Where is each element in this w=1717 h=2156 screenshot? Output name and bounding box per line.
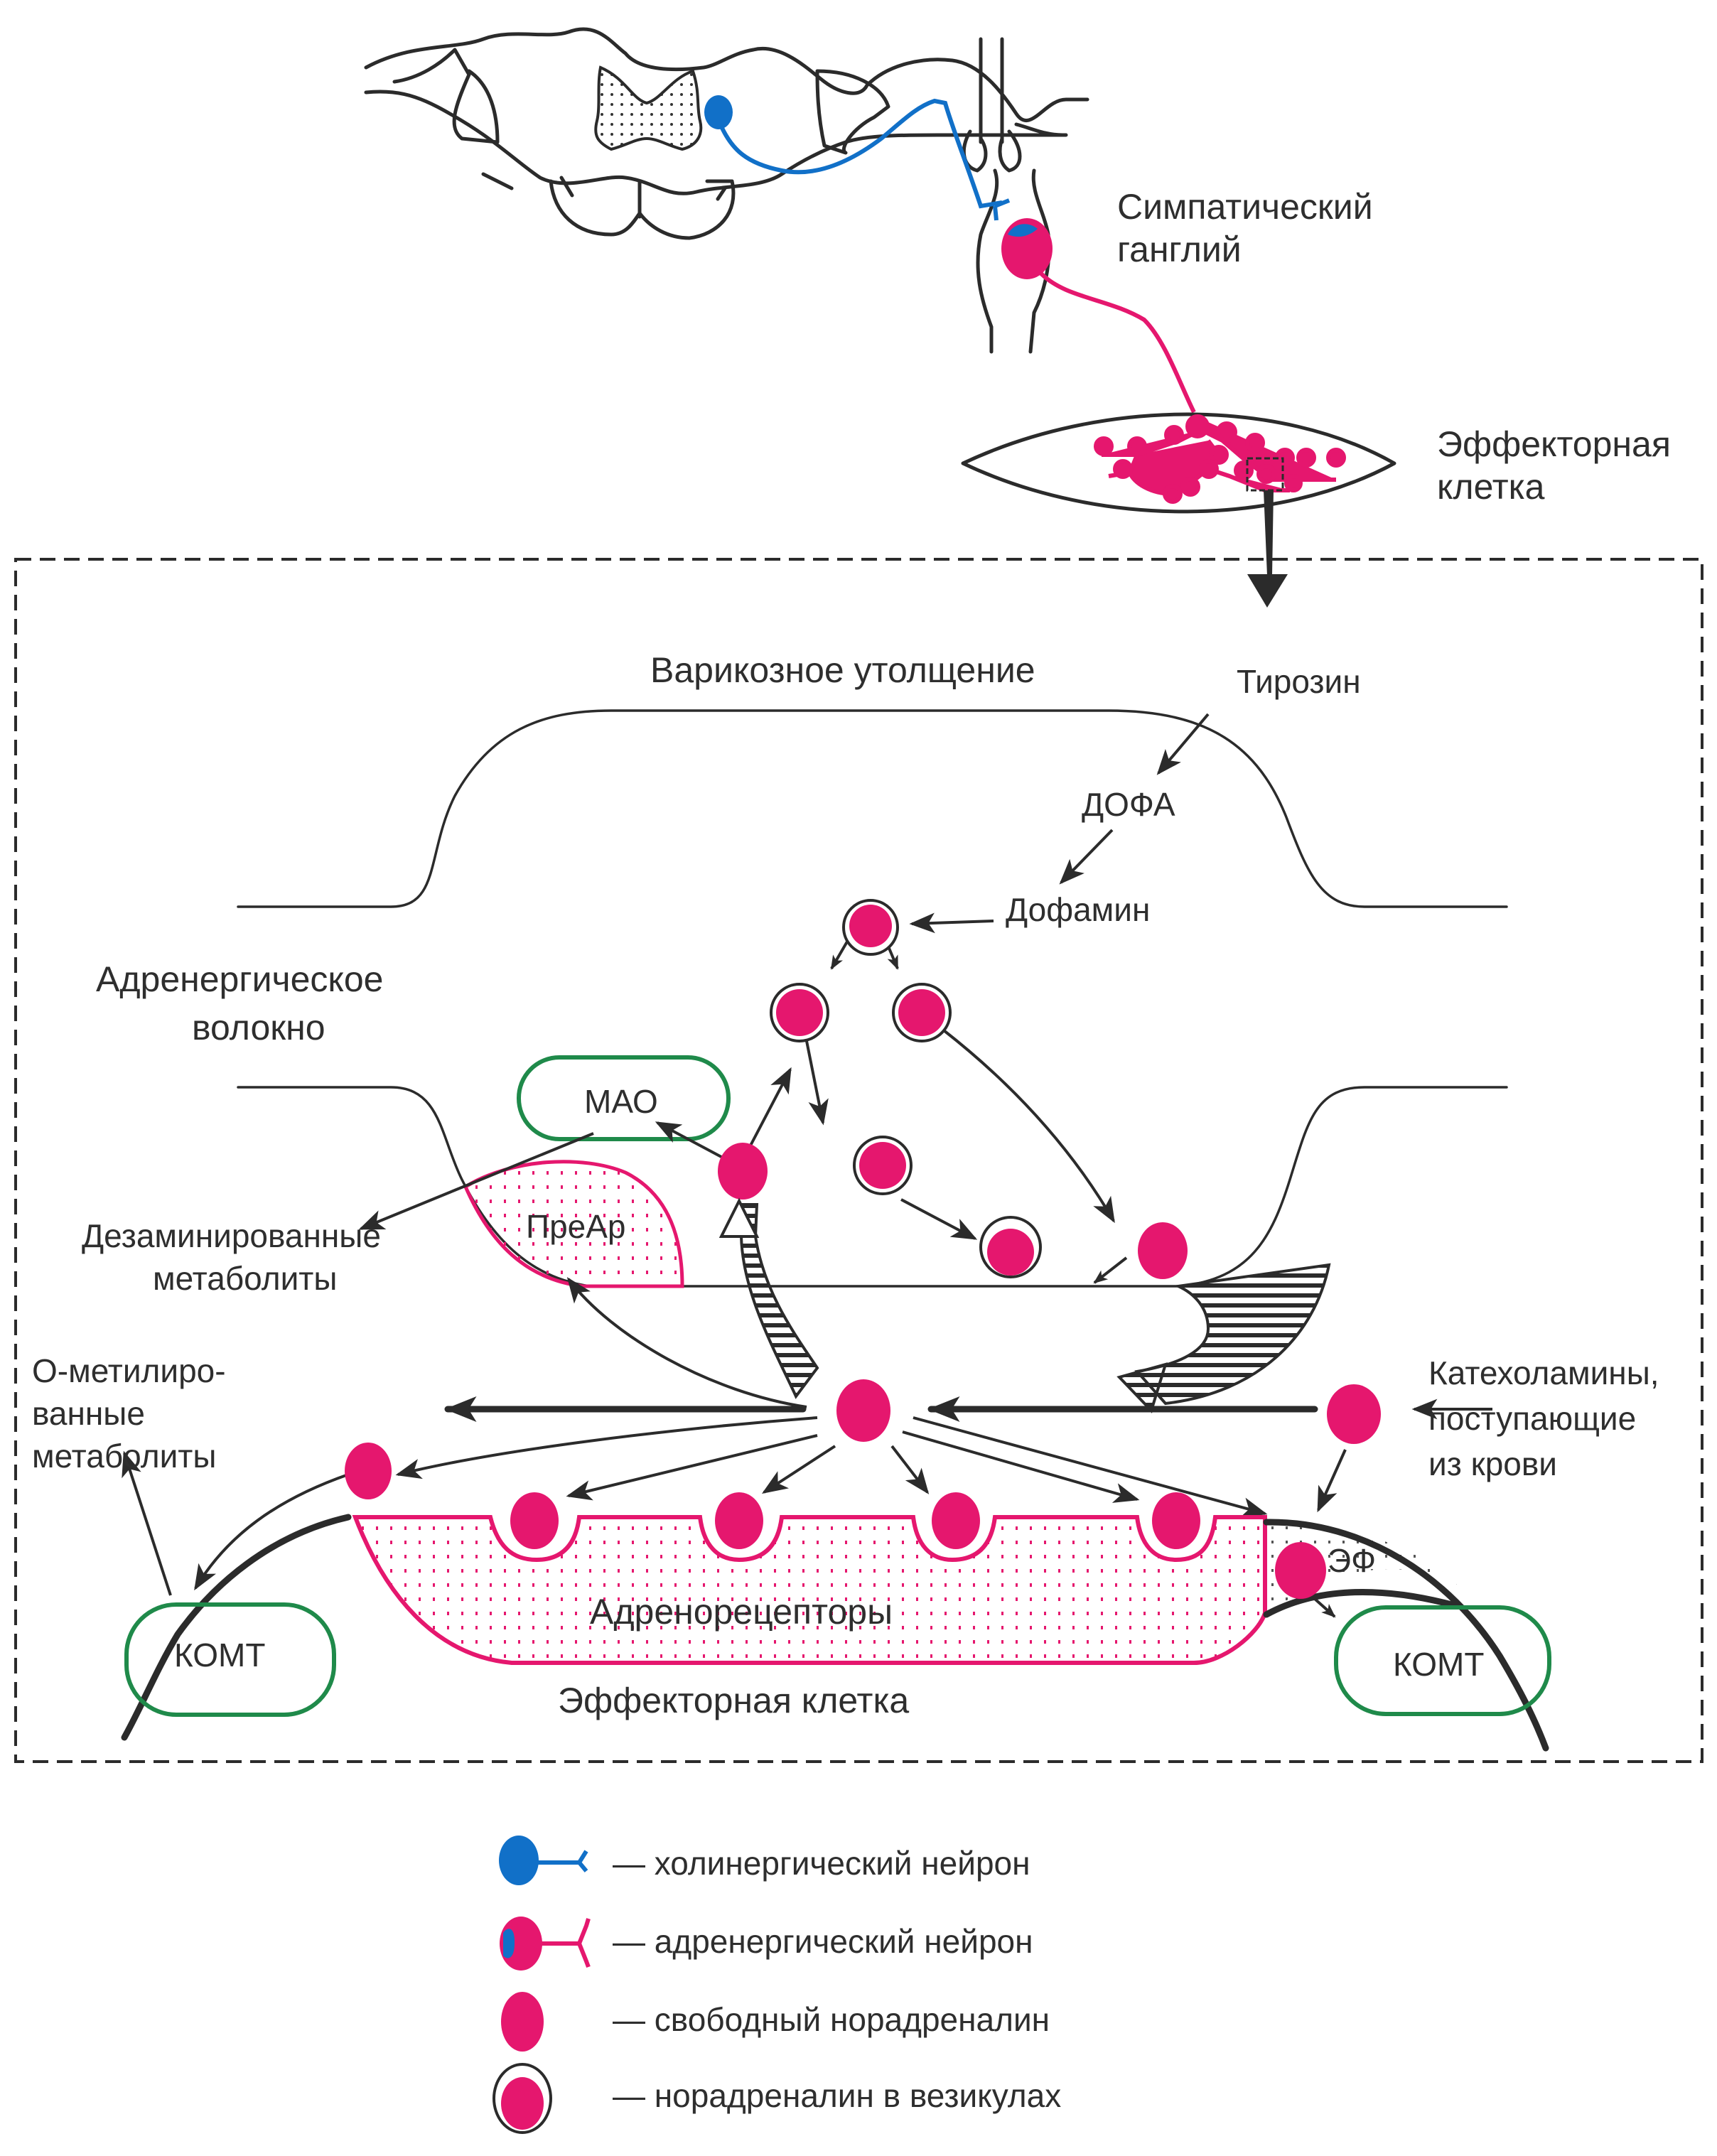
mao-label: МАО	[584, 1083, 658, 1120]
legend-label-free-na: — свободный норадреналин	[613, 2001, 1050, 2038]
fiber-label-line2: волокно	[192, 1008, 325, 1047]
legend-label-cholinergic: — холинергический нейрон	[613, 1845, 1030, 1882]
dopa-label: ДОФА	[1082, 786, 1175, 823]
deaminated-label-line2: метаболиты	[153, 1260, 337, 1297]
catecholamines-label-line1: Катехоламины,	[1428, 1354, 1659, 1391]
spinal-cord	[364, 27, 1089, 354]
catecholamines-label-line2: поступающие	[1428, 1400, 1636, 1437]
receptor-bound-noradrenaline	[510, 1492, 1200, 1549]
o-methyl-label-line2: ванные	[32, 1395, 145, 1432]
varicosity-membrane	[237, 709, 1508, 1288]
cholinergic-neuron	[704, 95, 1011, 221]
vesicles	[718, 899, 1188, 1279]
free-noradrenaline	[718, 1143, 768, 1200]
o-methyl-label-line1: О-метилиро-	[32, 1352, 226, 1389]
grey-matter	[594, 65, 703, 151]
catecholamines-label-line3: из крови	[1428, 1445, 1557, 1482]
ef-noradrenaline	[1275, 1542, 1326, 1599]
cholinergic-neuron-icon	[499, 1836, 588, 1885]
vesicle-noradrenaline	[892, 983, 952, 1042]
ganglion-label-line1: Симпатический	[1117, 187, 1373, 227]
vesicle-noradrenaline	[853, 1136, 913, 1195]
effector-cell-overview	[961, 412, 1396, 514]
blood-catecholamine	[1327, 1384, 1381, 1444]
comt-right-label: КОМТ	[1393, 1646, 1484, 1683]
release-arrows	[122, 1277, 1492, 1618]
zoom-arrow	[1247, 490, 1288, 608]
vesicle-noradrenaline-icon	[493, 2063, 552, 2134]
reuptake-arrows	[718, 1197, 1331, 1413]
pre-ar-label: ПреАр	[526, 1208, 626, 1245]
ef-label: ЭФ	[1328, 1542, 1376, 1579]
effector-label-line1: Эффекторная	[1437, 424, 1671, 464]
free-noradrenaline-left	[345, 1443, 392, 1499]
vesicle-noradrenaline	[770, 983, 829, 1042]
comt-enzyme-left	[124, 1602, 336, 1717]
deaminated-label-line1: Дезаминированные	[82, 1217, 381, 1254]
pre-ar-region	[463, 1160, 684, 1288]
varicose-terminals	[1094, 414, 1346, 504]
detail-box	[14, 558, 1703, 1763]
synthesis-arrows	[358, 713, 1210, 1284]
comt-left-label: КОМТ	[174, 1637, 265, 1673]
central-free-noradrenaline	[836, 1379, 890, 1442]
effector-cell-label: Эффекторная клетка	[558, 1681, 909, 1720]
free-noradrenaline	[1138, 1222, 1188, 1279]
varicosity-label: Варикозное утолщение	[650, 650, 1035, 690]
vesicle-noradrenaline	[842, 899, 899, 956]
adrenergic-ganglion-neuron	[1001, 218, 1196, 414]
tyrosine-label: Тирозин	[1237, 663, 1361, 700]
legend-label-adrenergic: — адренергический нейрон	[613, 1923, 1033, 1960]
mao-enzyme	[517, 1055, 731, 1141]
legend-label-vesicle-na: — норадреналин в везикулах	[613, 2077, 1061, 2114]
legend: — холинергический нейрон — адренергическ…	[493, 1836, 1061, 2134]
adrenergic-neuron-icon	[500, 1917, 591, 1971]
ef-region	[1266, 1521, 1457, 1613]
adrenoreceptors-label: Адренорецепторы	[590, 1592, 893, 1632]
ganglion-label-line2: ганглий	[1117, 230, 1242, 269]
fiber-label-line1: Адренергическое	[96, 959, 383, 999]
free-noradrenaline-icon	[501, 1992, 544, 2052]
comt-enzyme-right	[1334, 1605, 1551, 1716]
effector-label-line2: клетка	[1437, 467, 1545, 507]
dopamine-label: Дофамин	[1006, 891, 1150, 928]
vesicle-noradrenaline	[979, 1216, 1042, 1278]
o-methyl-label-line3: метаболиты	[32, 1438, 216, 1475]
adrenoreceptor-region	[352, 1515, 1267, 1665]
